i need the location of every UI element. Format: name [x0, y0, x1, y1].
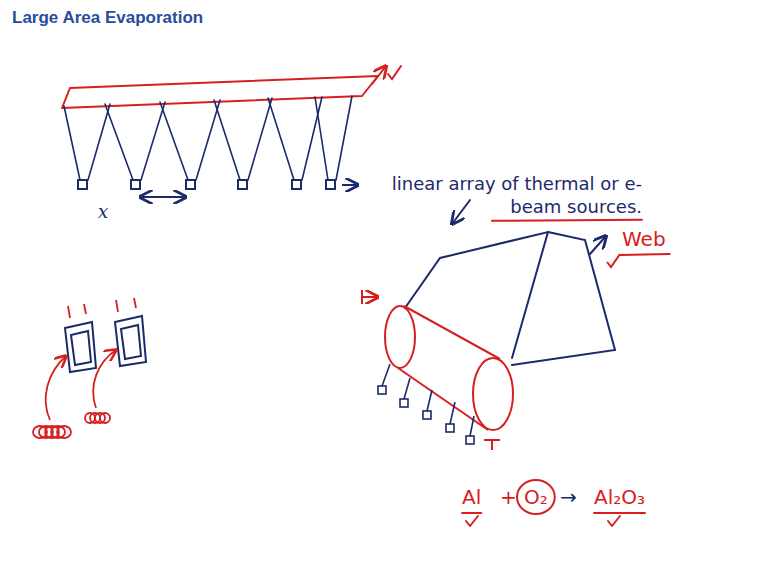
source-array: [78, 180, 358, 197]
evaporation-boats: [65, 316, 146, 372]
equation-term: Al: [462, 484, 481, 510]
equation-term: Al₂O₃: [594, 484, 645, 510]
web-sources: [378, 364, 474, 444]
slide-title: Large Area Evaporation: [12, 8, 203, 28]
underline: [594, 512, 645, 514]
vapour-cones: [64, 96, 352, 180]
spacing-symbol: x: [98, 200, 108, 223]
web: [405, 200, 615, 365]
equation-term: O₂: [524, 484, 548, 510]
underline: [462, 512, 481, 514]
equation-arrow: →: [560, 484, 577, 510]
drum: [362, 254, 620, 450]
highlight-circle: [517, 480, 555, 514]
underline: [620, 254, 670, 255]
note-text: linear array of thermal or e-beam source…: [362, 172, 642, 219]
check-mark: [608, 516, 620, 526]
equation-operator: +: [500, 484, 517, 510]
check-mark: [466, 516, 478, 526]
web-label: Web: [622, 226, 666, 252]
heater-coils: [33, 298, 136, 438]
underline: [492, 220, 642, 221]
